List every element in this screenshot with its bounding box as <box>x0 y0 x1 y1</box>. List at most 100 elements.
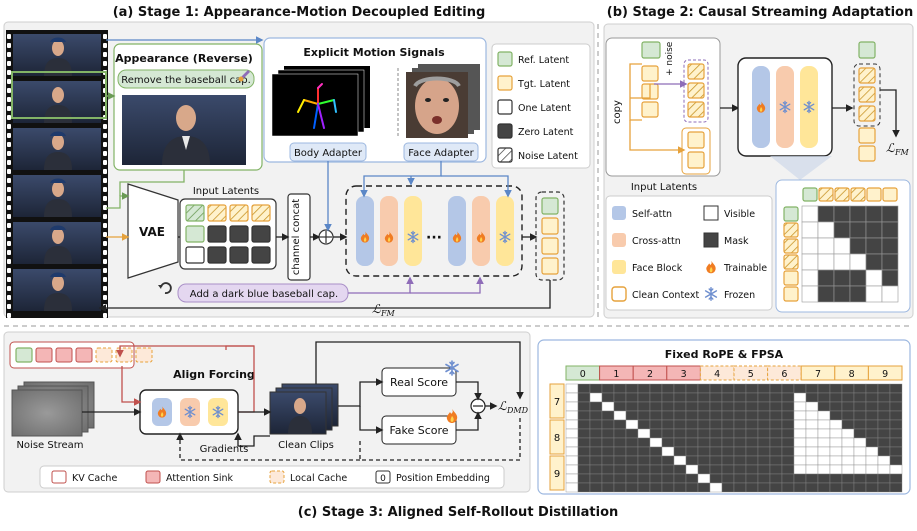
rope-mask-cell <box>709 428 723 439</box>
mask-cell <box>833 269 851 287</box>
mask-cell <box>865 205 883 223</box>
rope-mask-cell <box>889 383 903 394</box>
film-sprocket <box>7 232 11 237</box>
rope-mask-cell <box>757 446 771 457</box>
rope-mask-cell <box>601 392 615 403</box>
rope-mask-cell <box>589 410 603 421</box>
edit-prompt-text: Add a dark blue baseball cap. <box>190 289 338 300</box>
film-sprocket <box>103 178 107 183</box>
rope-mask-cell <box>709 392 723 403</box>
rope-mask-cell <box>805 437 819 448</box>
stage1-arrows <box>98 36 551 312</box>
vae-label: VAE <box>139 225 165 239</box>
rope-mask-cell <box>877 419 891 430</box>
stage2-dit-blocks <box>752 66 818 148</box>
film-sprocket <box>103 160 107 165</box>
rope-mask-cell <box>565 410 579 421</box>
rope-mask-cell <box>781 392 795 403</box>
mask-column-header <box>818 187 834 202</box>
rope-mask-cell <box>829 401 843 412</box>
rope-mask-cell <box>781 437 795 448</box>
stage1-title: (a) Stage 1: Appearance-Motion Decoupled… <box>113 5 486 20</box>
rope-mask-cell <box>613 419 627 430</box>
film-frame <box>13 81 101 123</box>
rope-mask-cell <box>709 455 723 466</box>
mask-row-header <box>783 254 799 270</box>
film-sprocket <box>7 178 11 183</box>
rope-row-label: 8 <box>554 433 560 444</box>
rope-mask-cell <box>733 437 747 448</box>
fake-score-label: Fake Score <box>389 424 448 437</box>
rope-mask-cell <box>589 473 603 484</box>
film-sprocket <box>7 88 11 93</box>
edit-prompt: Add a dark blue baseball cap. <box>158 282 349 303</box>
rope-mask-cell <box>805 401 819 412</box>
rope-mask-cell <box>661 455 675 466</box>
cache-sink <box>35 347 53 363</box>
rope-position-label: 0 <box>580 369 586 380</box>
rope-mask-cell <box>841 437 855 448</box>
stage2-noise-latent <box>687 82 705 99</box>
rope-position-label: 8 <box>849 369 855 380</box>
rope-mask-cell <box>757 455 771 466</box>
rope-mask-cell <box>589 383 603 394</box>
mask-cell <box>881 205 899 223</box>
rope-mask-cell <box>673 437 687 448</box>
self-attn-swatch <box>612 206 626 220</box>
rope-mask-cell <box>853 446 867 457</box>
rope-mask-cell <box>853 437 867 448</box>
real-score-label: Real Score <box>390 376 448 389</box>
rope-mask-cell <box>613 383 627 394</box>
rope-mask-cell <box>613 455 627 466</box>
stage2-output-latents <box>858 41 876 162</box>
film-strip <box>6 30 108 318</box>
rope-mask-cell <box>661 392 675 403</box>
rope-mask-cell <box>565 419 579 430</box>
rope-mask-cell <box>649 473 663 484</box>
rope-mask-cell <box>637 455 651 466</box>
rope-mask-cell <box>685 401 699 412</box>
stage2-loss-subscript: FM <box>894 148 910 157</box>
rope-mask-cell <box>853 455 867 466</box>
film-sprocket <box>103 313 107 318</box>
rope-mask-cell <box>637 464 651 475</box>
rope-mask-cell <box>697 446 711 457</box>
film-frame <box>13 34 101 76</box>
frame-face <box>52 134 64 150</box>
output-latent <box>541 237 559 255</box>
rope-mask-cell <box>781 455 795 466</box>
rope-mask-cell <box>853 383 867 394</box>
rope-mask-cell <box>565 473 579 484</box>
rope-mask-cell <box>865 419 879 430</box>
rope-mask-cell <box>889 419 903 430</box>
legend2-label: Self-attn <box>632 209 672 220</box>
rope-mask-cell <box>733 392 747 403</box>
rope-mask-cell <box>877 482 891 493</box>
stage2-attention-mask <box>783 187 899 303</box>
legend2-label: Mask <box>724 236 749 247</box>
rope-mask-cell <box>721 383 735 394</box>
rope-mask-cell <box>697 455 711 466</box>
reverse-icon <box>158 282 172 294</box>
rope-row-cell <box>549 455 565 491</box>
rope-mask-cell <box>841 383 855 394</box>
frame-cap <box>50 131 66 136</box>
legend2-item: Clean Context <box>611 286 699 302</box>
rope-row-label: 9 <box>554 469 560 480</box>
motion-signals-panel: Explicit Motion Signals <box>263 37 487 163</box>
rope-mask-cell <box>697 419 711 430</box>
rope-mask-cell <box>889 428 903 439</box>
dit-blocks <box>356 196 514 266</box>
body-adapter: Body Adapter <box>294 148 363 159</box>
rope-mask-cell <box>781 419 795 430</box>
rope-mask-cell <box>781 482 795 493</box>
rope-mask-cell <box>793 464 807 475</box>
rope-mask-cell <box>745 392 759 403</box>
rope-mask-cell <box>841 401 855 412</box>
rope-mask-cell <box>733 473 747 484</box>
rope-mask-cell <box>589 401 603 412</box>
rope-mask-cell <box>829 419 843 430</box>
rope-mask-cell <box>697 437 711 448</box>
mask-cell <box>849 269 867 287</box>
rope-mask-cell <box>601 455 615 466</box>
